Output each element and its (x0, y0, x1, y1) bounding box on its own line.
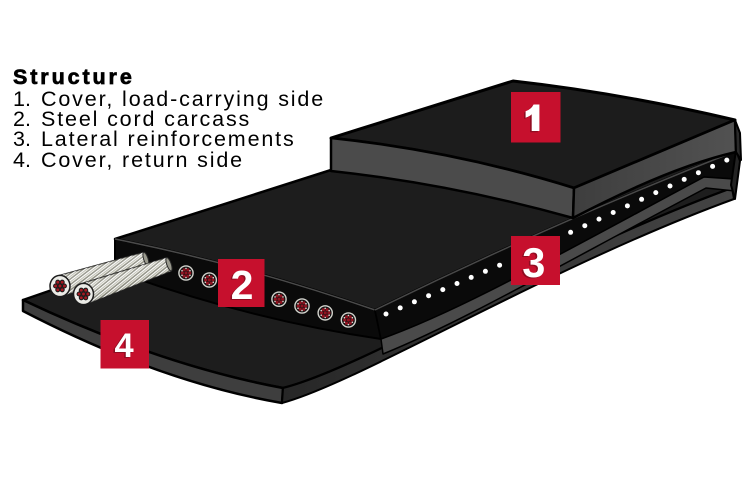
svg-text:2: 2 (231, 262, 254, 308)
svg-text:4: 4 (115, 327, 134, 365)
svg-text:4: 4 (113, 328, 132, 366)
svg-text:3: 3 (521, 240, 544, 287)
svg-text:2: 2 (229, 263, 252, 309)
svg-text:3: 3 (522, 239, 545, 286)
